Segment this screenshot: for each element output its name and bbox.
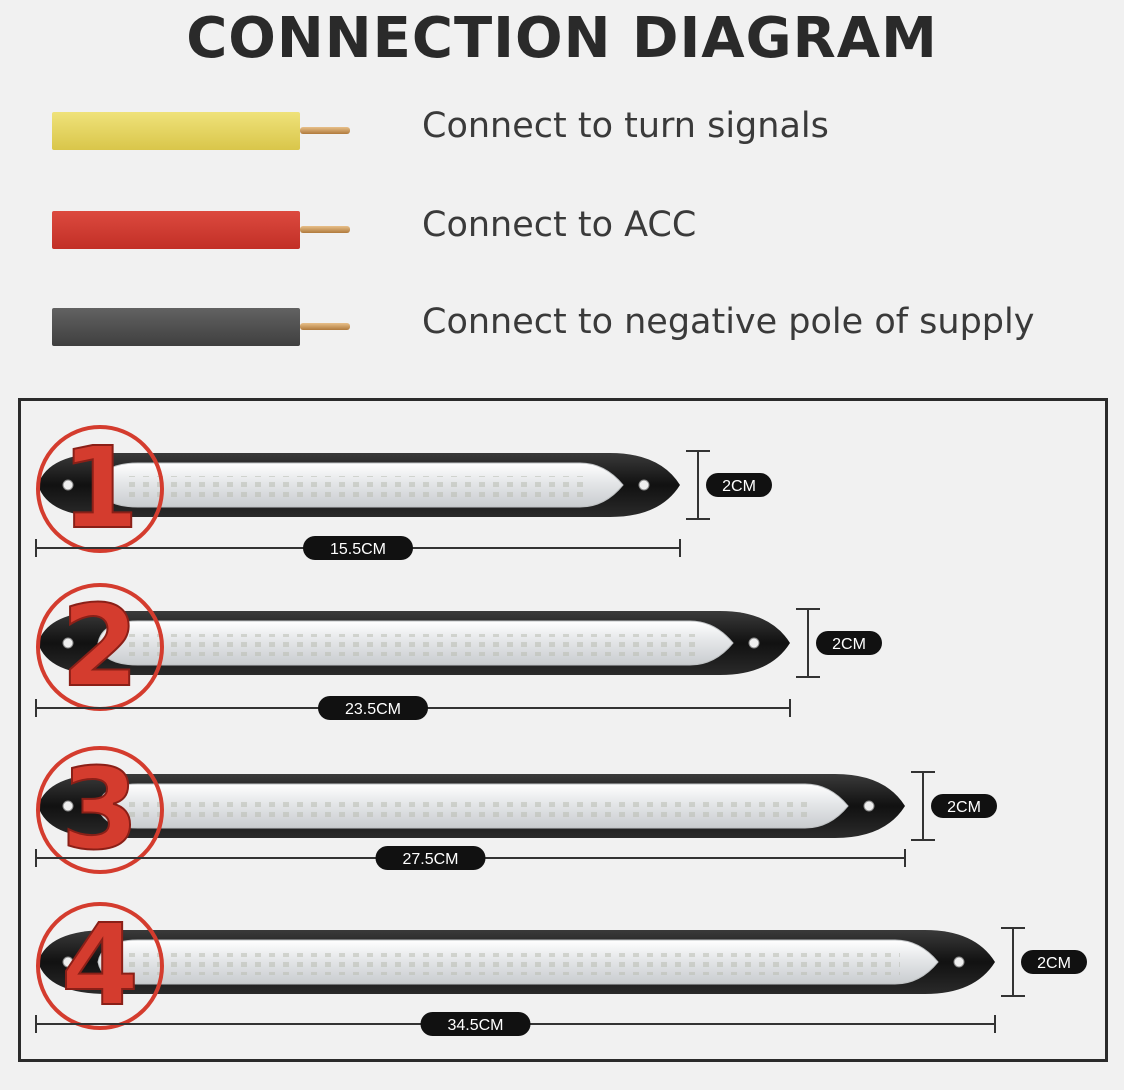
mount-hole-icon [863,800,875,812]
led-strip-4: 4 34.5CM 2CM [35,900,1087,1036]
copper-tip-icon [300,226,350,233]
width-badge [706,473,772,497]
length-label: 15.5CM [330,541,386,558]
strip-size-frame [18,398,1108,1062]
mount-hole-icon [748,637,760,649]
number-circle-icon [36,902,164,1030]
mount-hole-icon [62,956,74,968]
length-badge [318,696,428,720]
number-circle-icon [36,746,164,874]
wire-legend-turn-signal: Connect to turn signals [52,106,1052,152]
led-strip-2: 2 23.5CM 2CM [35,581,882,720]
led-chip-row [128,797,810,819]
width-label: 2CM [947,799,981,816]
number-circle-icon [36,425,164,553]
strip-number: 3 [61,745,139,875]
wire-legend-negative: Connect to negative pole of supply [52,302,1052,348]
red-wire-icon [52,211,300,249]
copper-tip-icon [300,127,350,134]
length-badge [420,1012,531,1036]
wire-label-negative-pole: Connect to negative pole of supply [422,302,1035,342]
length-badge [303,536,413,560]
mount-hole-icon [62,637,74,649]
led-chip-row [128,476,585,498]
mount-hole-icon [953,956,965,968]
strip-number: 4 [61,901,139,1031]
yellow-wire-icon [52,112,300,150]
length-label: 23.5CM [345,701,401,718]
led-chip-row [128,953,900,975]
led-strip-1: 1 15.5CM 2CM [35,423,772,560]
mount-hole-icon [638,479,650,491]
led-strip-3: 3 27.5CM 2CM [35,744,997,876]
page-title: CONNECTION DIAGRAM [186,6,938,71]
led-chip-row [128,634,695,656]
width-label: 2CM [832,636,866,653]
black-wire-icon [52,308,300,346]
length-badge [375,846,486,870]
width-label: 2CM [722,478,756,495]
wire-legend-acc: Connect to ACC [52,205,1052,251]
width-label: 2CM [1037,955,1071,972]
copper-tip-icon [300,323,350,330]
mount-hole-icon [62,800,74,812]
width-badge [931,794,997,818]
length-label: 27.5CM [402,851,458,868]
wire-label-turn-signals: Connect to turn signals [422,106,829,146]
width-badge [816,631,882,655]
strip-number: 1 [61,424,139,554]
length-label: 34.5CM [447,1017,503,1034]
wire-label-acc: Connect to ACC [422,205,697,245]
strip-number: 2 [61,582,139,712]
mount-hole-icon [62,479,74,491]
width-badge [1021,950,1087,974]
